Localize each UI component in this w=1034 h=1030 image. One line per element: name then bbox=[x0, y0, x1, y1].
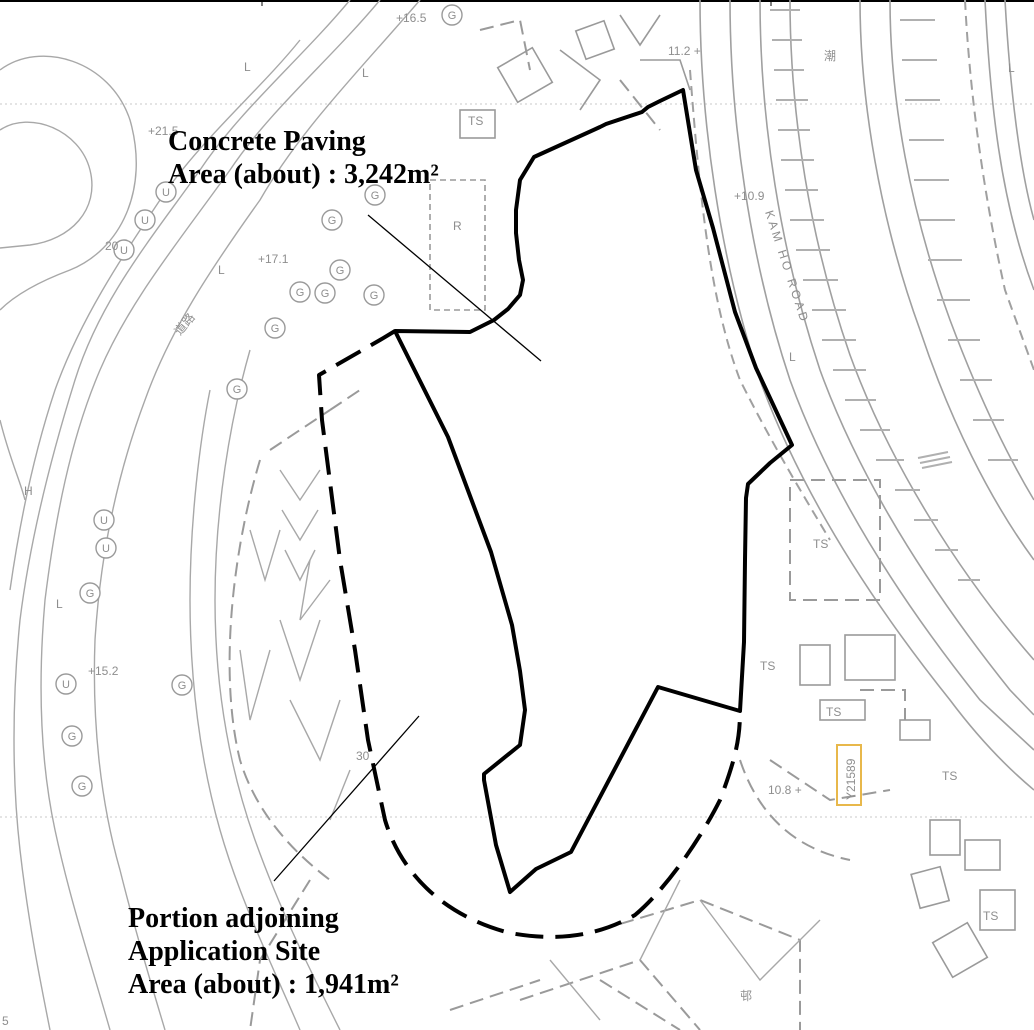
grid-lines bbox=[0, 103, 1034, 818]
svg-text:U: U bbox=[100, 515, 108, 527]
svg-text:G: G bbox=[68, 731, 77, 743]
kam-ho-road-lines bbox=[699, 0, 1034, 791]
svg-text:L: L bbox=[1008, 61, 1015, 75]
slope-triangles bbox=[239, 469, 821, 1021]
svg-text:G: G bbox=[336, 265, 345, 277]
svg-text:TS: TS bbox=[760, 659, 775, 673]
svg-text:5: 5 bbox=[2, 1014, 9, 1028]
svg-text:U: U bbox=[62, 679, 70, 691]
svg-text:TS: TS bbox=[468, 114, 483, 128]
svg-text:TS: TS bbox=[942, 769, 957, 783]
concrete-paving-title: Concrete Paving bbox=[168, 126, 366, 157]
svg-text:G: G bbox=[271, 323, 280, 335]
svg-text:潮: 潮 bbox=[824, 48, 836, 63]
svg-text:U: U bbox=[162, 187, 170, 199]
svg-text:+15.2: +15.2 bbox=[88, 664, 119, 678]
dashed-structures bbox=[228, 18, 906, 1030]
svg-text:G: G bbox=[296, 287, 305, 299]
portion-adjoining-boundary bbox=[317, 329, 742, 939]
structures bbox=[429, 14, 1016, 979]
portion-adjoining-label: Portion adjoining Application Site Area … bbox=[128, 902, 399, 1001]
portion-adjoining-subtitle: Application Site bbox=[128, 936, 321, 967]
contour-lines bbox=[0, 0, 421, 1030]
svg-text:U: U bbox=[141, 215, 149, 227]
concrete-paving-boundary bbox=[393, 88, 794, 894]
svg-text:TS: TS bbox=[983, 909, 998, 923]
svg-text:G: G bbox=[370, 290, 379, 302]
svg-text:11.2 +: 11.2 + bbox=[668, 44, 701, 58]
svg-text:邨: 邨 bbox=[740, 989, 752, 1003]
concrete-paving-label: Concrete Paving Area (about) : 3,242m² bbox=[168, 125, 439, 191]
svg-text:30: 30 bbox=[356, 749, 370, 763]
concrete-paving-area: Area (about) : 3,242m² bbox=[168, 159, 439, 190]
svg-text:L: L bbox=[244, 60, 251, 74]
svg-text:U: U bbox=[102, 543, 110, 555]
map-annotations: TS R TS TS TS TS TS +21.5 20 +17.1 +16.5… bbox=[2, 11, 1015, 1028]
svg-text:+16.5: +16.5 bbox=[396, 11, 427, 25]
svg-text:G: G bbox=[371, 190, 380, 202]
embankment-hatching bbox=[770, 9, 1018, 581]
svg-text:G: G bbox=[321, 288, 330, 300]
svg-text:G: G bbox=[448, 10, 457, 22]
zebra-crossing bbox=[917, 451, 953, 469]
svg-text:U: U bbox=[120, 245, 128, 257]
svg-text:+10.9: +10.9 bbox=[734, 189, 765, 203]
svg-text:G: G bbox=[233, 384, 242, 396]
lot-number-box bbox=[836, 744, 862, 806]
tree-symbols bbox=[55, 4, 463, 797]
svg-text:L: L bbox=[218, 263, 225, 277]
portion-adjoining-leader bbox=[273, 715, 420, 882]
concrete-paving-leader bbox=[367, 214, 542, 362]
svg-text:L: L bbox=[362, 66, 369, 80]
svg-text:TS: TS bbox=[813, 537, 828, 551]
svg-text:G: G bbox=[86, 588, 95, 600]
svg-text:G: G bbox=[178, 680, 187, 692]
svg-text:G: G bbox=[78, 781, 87, 793]
svg-text:+21.5: +21.5 bbox=[148, 124, 179, 138]
lot-number-label: Y21589 bbox=[844, 758, 858, 800]
svg-text:G: G bbox=[328, 215, 337, 227]
svg-text:H: H bbox=[24, 484, 33, 498]
svg-text:L: L bbox=[789, 350, 796, 364]
svg-text:TS: TS bbox=[826, 705, 841, 719]
portion-adjoining-area: Area (about) : 1,941m² bbox=[128, 969, 399, 1000]
svg-text:+17.1: +17.1 bbox=[258, 252, 289, 266]
svg-text:20: 20 bbox=[105, 239, 119, 253]
svg-text:10.8 +: 10.8 + bbox=[768, 783, 802, 797]
svg-text:L: L bbox=[56, 597, 63, 611]
road-dashed-lines bbox=[689, 0, 1034, 541]
svg-text:R: R bbox=[453, 219, 462, 233]
tree-letters: G G G G G G G G G G G G G U U U U U U bbox=[62, 10, 456, 793]
portion-adjoining-title: Portion adjoining bbox=[128, 903, 339, 934]
